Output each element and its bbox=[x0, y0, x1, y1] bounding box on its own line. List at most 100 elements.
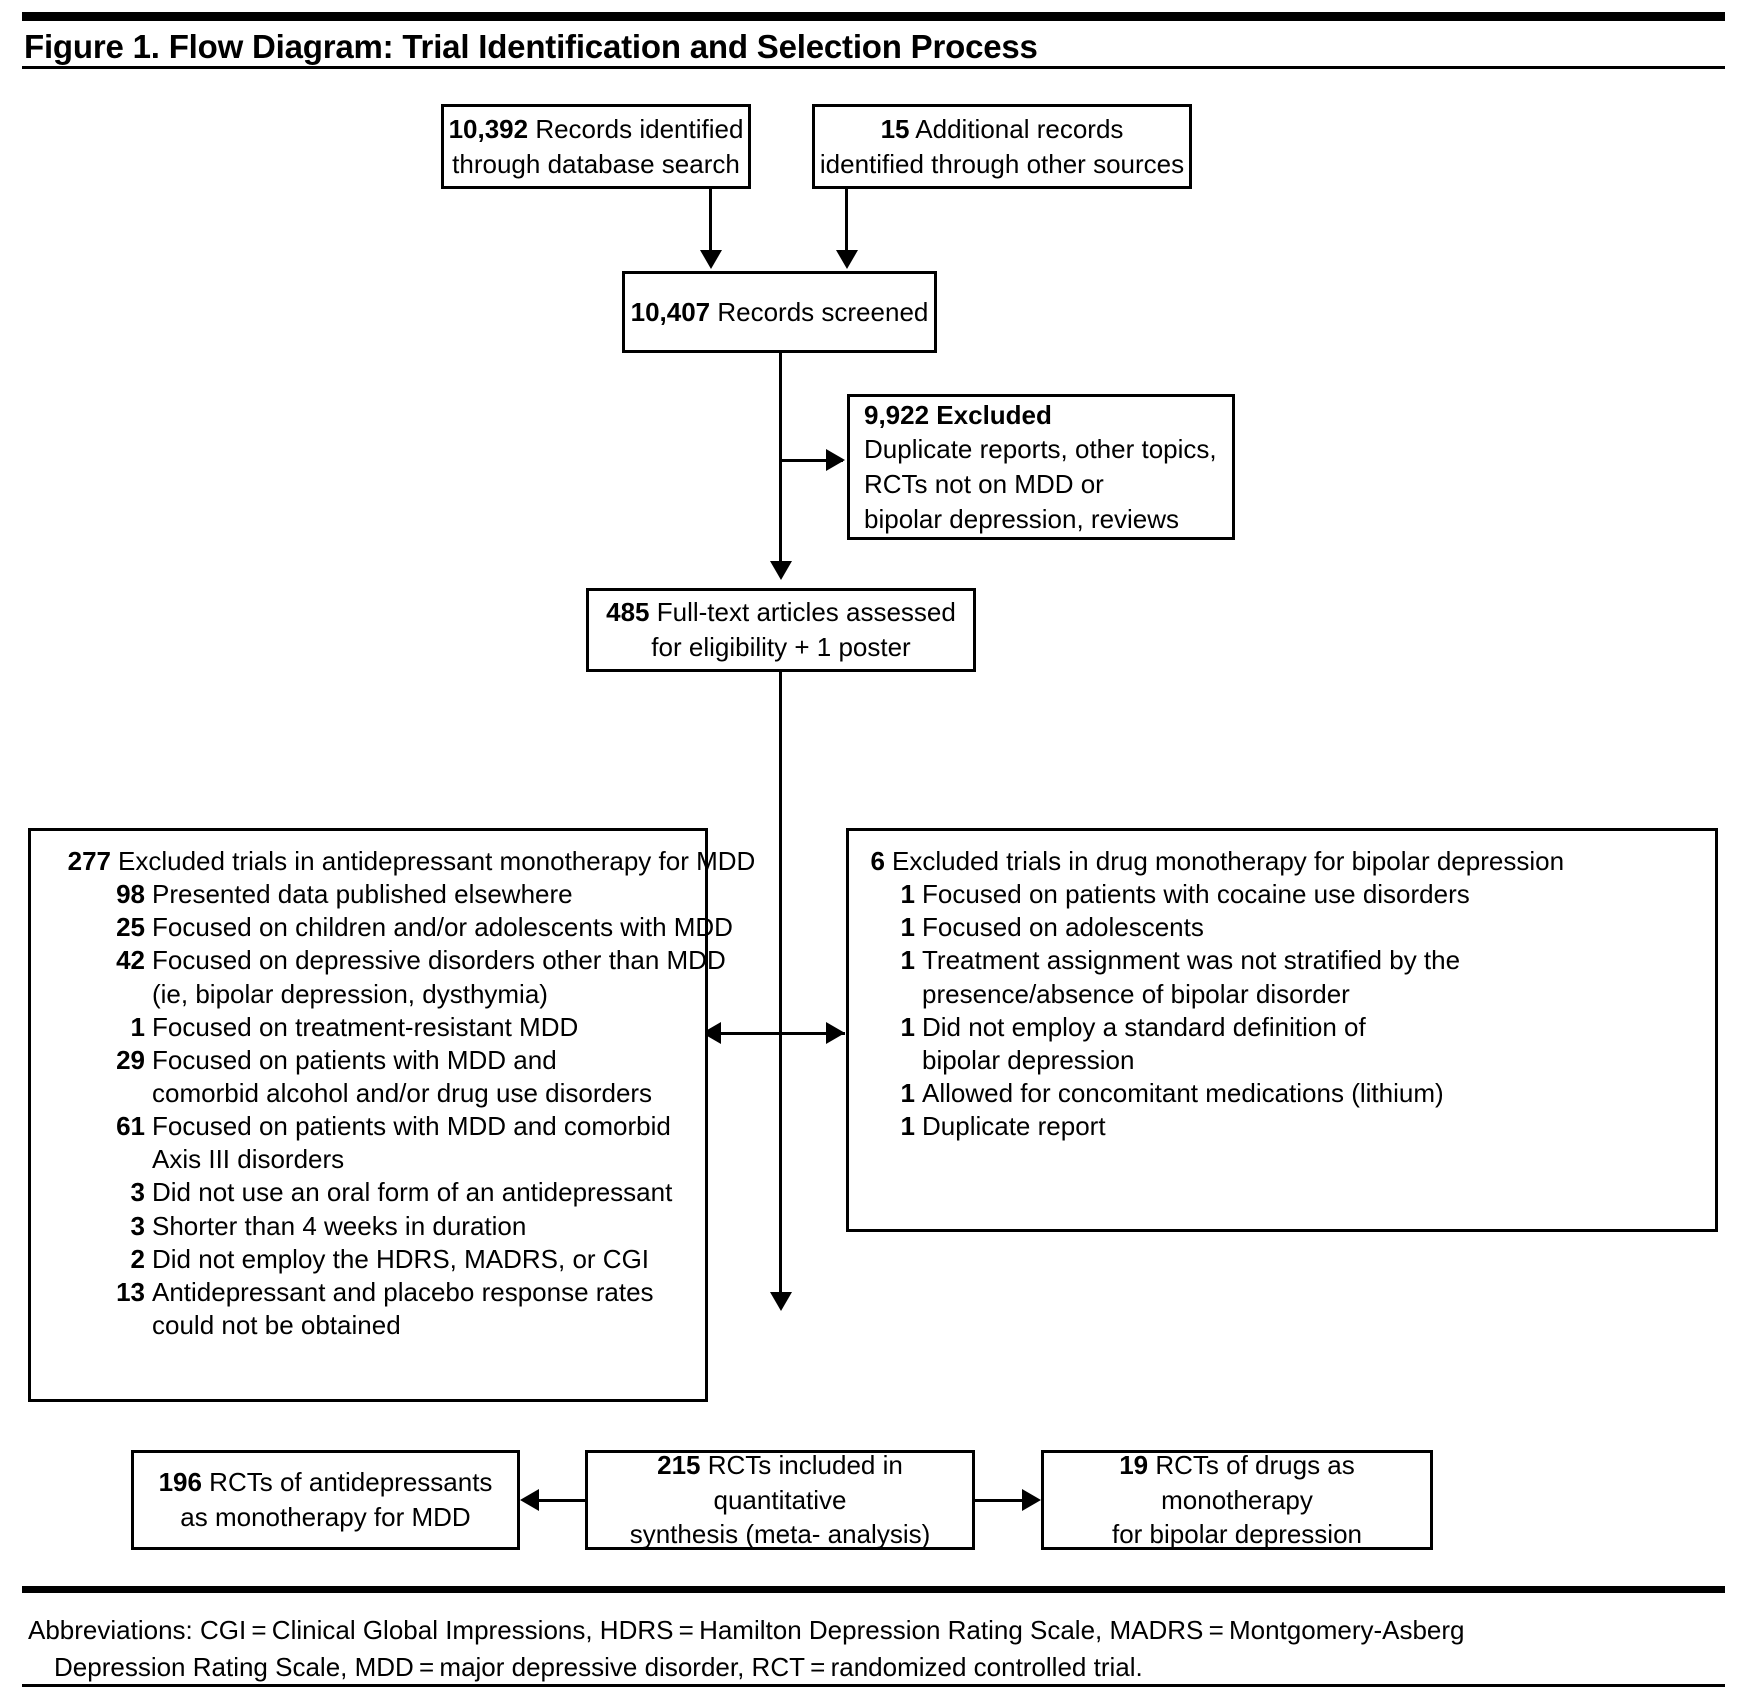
box-text: RCTs of antidepressants bbox=[201, 1467, 493, 1498]
exclusion-reason: (ie, bipolar depression, dysthymia) bbox=[152, 978, 548, 1009]
box-number: 9,922 bbox=[864, 399, 930, 430]
box-text: Records screened bbox=[710, 296, 929, 327]
exclusion-reason: Focused on patients with MDD and comorbi… bbox=[152, 1111, 671, 1142]
connector-included-to-mdd-rcts bbox=[536, 1499, 585, 1502]
connector-fulltext-to-included bbox=[779, 672, 782, 1297]
abbreviations-line-2: Depression Rating Scale, MDD = major dep… bbox=[54, 1651, 1143, 1682]
exclusion-count: 1 bbox=[900, 1077, 915, 1108]
header-bottom-rule bbox=[22, 66, 1725, 69]
exclusion-count: 1 bbox=[900, 945, 915, 976]
exclusion-count: 3 bbox=[130, 1177, 145, 1208]
exclusion-list-item: Axis III disorders bbox=[41, 1143, 695, 1176]
arrowhead-screened-to-excluded bbox=[826, 449, 845, 471]
exclusion-reason: Focused on patients with MDD and bbox=[152, 1044, 557, 1075]
header-top-rule bbox=[22, 12, 1725, 21]
box-line: for eligibility + 1 poster bbox=[651, 632, 911, 662]
box-line: 9,922 Excluded bbox=[864, 398, 1218, 433]
box-records-screened: 10,407 Records screened bbox=[622, 271, 937, 353]
exclusion-count: 277 bbox=[67, 846, 111, 876]
footer-bottom-rule bbox=[22, 1684, 1725, 1687]
exclusion-reason: Did not employ the HDRS, MADRS, or CGI bbox=[152, 1243, 650, 1274]
box-text: RCTs of drugs as monotherapy bbox=[1148, 1450, 1355, 1515]
exclusion-reason: Focused on patients with cocaine use dis… bbox=[922, 879, 1470, 910]
exclusion-count: 1 bbox=[900, 912, 915, 943]
exclusion-count: 61 bbox=[116, 1111, 145, 1142]
exclusion-list-item: presence/absence of bipolar disorder bbox=[859, 978, 1705, 1011]
box-line: 10,407 Records screened bbox=[625, 295, 934, 330]
box-number: 10,407 bbox=[630, 296, 711, 327]
arrowhead-spine-to-bipolar-exclusions bbox=[826, 1022, 845, 1044]
box-line: 215 RCTs included in quantitative bbox=[588, 1448, 972, 1517]
exclusion-reason: Treatment assignment was not stratified … bbox=[922, 945, 1461, 976]
box-line: synthesis (meta- analysis) bbox=[629, 1519, 931, 1550]
exclusion-reason: comorbid alcohol and/or drug use disorde… bbox=[152, 1077, 653, 1108]
box-text: Records identified bbox=[528, 113, 744, 144]
box-line: as monotherapy for MDD bbox=[180, 1502, 471, 1532]
exclusion-reason: Excluded trials in antidepressant monoth… bbox=[118, 846, 756, 876]
box-line: through database search bbox=[452, 148, 740, 179]
arrowhead-other-to-screened bbox=[836, 250, 858, 269]
connector-db-to-screened bbox=[709, 189, 712, 254]
exclusion-list-item: comorbid alcohol and/or drug use disorde… bbox=[41, 1077, 695, 1110]
figure-title: Figure 1. Flow Diagram: Trial Identifica… bbox=[24, 28, 1038, 65]
exclusion-count: 6 bbox=[870, 846, 885, 876]
exclusion-reason: Focused on adolescents bbox=[922, 912, 1204, 943]
box-rcts-antidepressants-mdd: 196 RCTs of antidepressants as monothera… bbox=[131, 1450, 520, 1550]
box-number: 485 bbox=[606, 597, 650, 628]
exclusion-count: 3 bbox=[130, 1210, 145, 1241]
exclusion-count: 1 bbox=[900, 879, 915, 910]
box-number: 19 bbox=[1119, 1450, 1149, 1481]
exclusion-reason: presence/absence of bipolar disorder bbox=[922, 978, 1350, 1009]
box-records-database-search: 10,392 Records identified through databa… bbox=[441, 104, 751, 189]
box-number: 215 bbox=[657, 1450, 701, 1481]
abbreviations-note: Abbreviations: CGI = Clinical Global Imp… bbox=[28, 1612, 1718, 1686]
exclusion-count: 1 bbox=[130, 1011, 145, 1042]
exclusion-count: 98 bbox=[116, 879, 145, 910]
exclusion-reason: Did not employ a standard definition of bbox=[922, 1011, 1366, 1042]
exclusion-reason: Excluded trials in drug monotherapy for … bbox=[892, 846, 1565, 876]
box-line: 196 RCTs of antidepressants bbox=[134, 1465, 517, 1500]
exclusion-count: 13 bbox=[116, 1276, 145, 1307]
box-line: Duplicate reports, other topics, bbox=[864, 434, 1217, 465]
box-line: 19 RCTs of drugs as monotherapy bbox=[1044, 1448, 1430, 1517]
exclusion-reason: Focused on treatment-resistant MDD bbox=[152, 1011, 579, 1042]
box-text: Additional records bbox=[909, 113, 1124, 144]
exclusion-reason: Duplicate report bbox=[922, 1111, 1106, 1142]
box-number: 15 bbox=[880, 113, 910, 144]
box-line: identified through other sources bbox=[819, 148, 1185, 179]
exclusion-count: 25 bbox=[116, 912, 145, 943]
box-line: RCTs not on MDD or bbox=[864, 469, 1104, 499]
box-line: 485 Full-text articles assessed bbox=[589, 595, 973, 630]
box-line: 10,392 Records identified bbox=[444, 112, 748, 147]
exclusion-reason: Focused on depressive disorders other th… bbox=[152, 945, 726, 976]
exclusion-reason: Presented data published elsewhere bbox=[152, 879, 573, 910]
exclusion-count: 29 bbox=[116, 1044, 145, 1075]
footer-top-rule bbox=[22, 1586, 1725, 1593]
box-rcts-drugs-bipolar: 19 RCTs of drugs as monotherapy for bipo… bbox=[1041, 1450, 1433, 1550]
arrowhead-included-to-bipolar-rcts bbox=[1022, 1489, 1041, 1511]
exclusion-reason: Shorter than 4 weeks in duration bbox=[152, 1210, 527, 1241]
box-text: RCTs included in quantitative bbox=[700, 1450, 903, 1515]
abbreviations-line-1: Abbreviations: CGI = Clinical Global Imp… bbox=[28, 1615, 1465, 1645]
box-records-other-sources: 15 Additional records identified through… bbox=[812, 104, 1192, 189]
exclusion-reason: Focused on children and/or adolescents w… bbox=[152, 912, 733, 943]
box-number: 196 bbox=[158, 1467, 202, 1498]
box-line: 15 Additional records bbox=[815, 112, 1189, 147]
exclusion-list-item: (ie, bipolar depression, dysthymia) bbox=[41, 978, 695, 1011]
box-excluded-9922: 9,922 Excluded Duplicate reports, other … bbox=[847, 394, 1235, 540]
exclusion-reason: Antidepressant and placebo response rate… bbox=[152, 1276, 654, 1307]
box-text: Excluded bbox=[929, 399, 1052, 430]
